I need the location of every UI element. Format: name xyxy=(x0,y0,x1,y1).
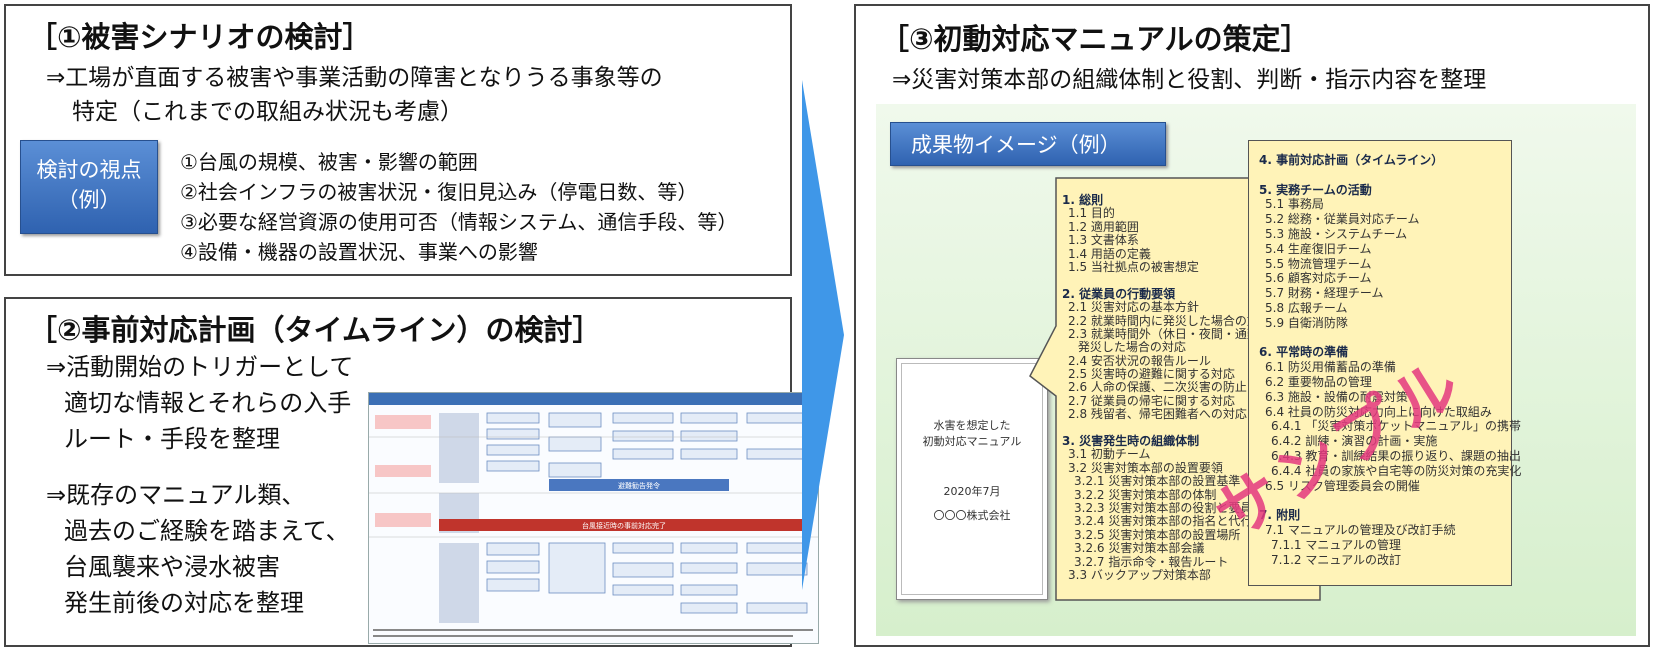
toc-item: 6.4 社員の防災対応力向上に向けた取組み xyxy=(1265,404,1492,419)
viewpoint-badge: 検討の視点 （例） xyxy=(20,140,158,234)
panel1-line-2: 特定（これまでの取組み状況も考慮） xyxy=(72,99,463,125)
flow-arrow xyxy=(802,80,844,590)
toc-item: 6.1 防災用備蓄品の準備 xyxy=(1265,360,1396,375)
panel2-line-3: ルート・手段を整理 xyxy=(64,425,280,453)
toc-item: 5.7 財務・経理チーム xyxy=(1265,286,1384,301)
toc-item: 1.3 文書体系 xyxy=(1068,233,1139,248)
panel1-title: ［①被害シナリオの検討］ xyxy=(28,20,372,54)
toc-item: 1.5 当社拠点の被害想定 xyxy=(1068,259,1199,274)
panel2-line-5: 過去のご経験を踏まえて、 xyxy=(64,517,350,545)
cover-date: 2020年7月 xyxy=(943,485,1001,498)
toc-item: 2.7 従業員の帰宅に関する対応 xyxy=(1068,393,1235,408)
panel2-title: ［②事前対応計画（タイムライン）の検討］ xyxy=(28,313,602,347)
toc-item: 6.4.3 教育・訓練結果の振り返り、課題の抽出 xyxy=(1271,448,1521,463)
toc-item: 6.4.2 訓練・演習の計画・実施 xyxy=(1271,434,1438,449)
toc-item: 2. 従業員の行動要領 xyxy=(1062,286,1176,301)
toc-item: 1.1 目的 xyxy=(1068,206,1115,221)
toc-item: 3.2.1 災害対策本部の設置基準 xyxy=(1074,474,1241,489)
toc-item xyxy=(1259,168,1521,183)
timeline-thumbnail-graphic: 避難勧告発令 台風接近時の事前対応完了 xyxy=(369,393,818,637)
cover-title-2: 初動対応マニュアル xyxy=(922,435,1022,448)
toc-item: 2.2 就業時間内に発災した場合の対応 xyxy=(1068,313,1271,328)
toc-item: 3.3 バックアップ対策本部 xyxy=(1068,567,1211,582)
toc-item: 4. 事前対応計画（タイムライン） xyxy=(1259,153,1444,167)
toc-item: 3.2.4 災害対策本部の指名と代行順位 xyxy=(1074,514,1277,529)
toc-item: 5.8 広報チーム xyxy=(1265,300,1348,315)
cover-title-1: 水害を想定した xyxy=(933,419,1011,432)
manual-cover: 水害を想定した 初動対応マニュアル 2020年7月 〇〇〇株式会社 xyxy=(896,358,1048,600)
toc-item: 1.2 適用範囲 xyxy=(1068,219,1139,234)
toc-item: 6.5 リスク管理委員会の開催 xyxy=(1265,478,1420,493)
cover-company: 〇〇〇株式会社 xyxy=(933,509,1011,522)
toc-item: 2.4 安否状況の報告ルール xyxy=(1068,353,1211,368)
timeline-banner-red: 台風接近時の事前対応完了 xyxy=(582,521,666,530)
toc-item: 5.5 物流管理チーム xyxy=(1265,256,1372,271)
toc-item: 5.3 施設・システムチーム xyxy=(1265,226,1408,241)
toc-item: 2.8 残留者、帰宅困難者への対応 xyxy=(1068,407,1247,422)
toc-item: 2.6 人命の保護、二次災害の防止に関する xyxy=(1068,380,1295,395)
toc-item: 7.1.2 マニュアルの改訂 xyxy=(1271,552,1401,567)
toc-item: 1. 総則 xyxy=(1062,193,1104,207)
panel3-subtitle: ⇒災害対策本部の組織体制と役割、判断・指示内容を整理 xyxy=(892,67,1487,93)
toc-item: 2.3 就業時間外（休日・夜間・通勤途上） xyxy=(1068,326,1295,341)
toc-item: 5. 実務チームの活動 xyxy=(1259,182,1372,197)
viewpoint-item-1: ①台風の規模、被害・影響の範囲 xyxy=(180,150,478,174)
toc-item: 6. 平常時の準備 xyxy=(1259,345,1349,360)
timeline-thumbnail: 避難勧告発令 台風接近時の事前対応完了 xyxy=(368,392,819,644)
toc-item: 3.2.5 災害対策本部の設置場所 xyxy=(1074,527,1241,542)
deliverable-badge: 成果物イメージ（例） xyxy=(890,122,1166,166)
viewpoint-badge-line-2: （例） xyxy=(57,188,121,212)
toc-item: 6.2 重要物品の管理 xyxy=(1265,374,1372,389)
toc-item: 3.2.7 指示命令・報告ルート xyxy=(1074,554,1229,569)
toc-item xyxy=(1259,331,1521,346)
toc-item: 2.1 災害対応の基本方針 xyxy=(1068,300,1199,315)
toc-item: 発災した場合の対応 xyxy=(1062,340,1186,355)
toc-item: 3.2.3 災害対策本部の役割と要員の xyxy=(1074,500,1265,515)
toc-item: 5.4 生産復旧チーム xyxy=(1265,241,1372,256)
toc-item: 3.2.2 災害対策本部の体制 xyxy=(1074,487,1217,502)
viewpoint-item-2: ②社会インフラの被害状況・復旧見込み（停電日数、等） xyxy=(180,180,698,204)
toc-item: 3.2.6 災害対策本部会議 xyxy=(1074,541,1205,556)
panel2-line-1: ⇒活動開始のトリガーとして xyxy=(46,353,354,381)
panel-damage-scenario: ［①被害シナリオの検討］ ⇒工場が直面する被害や事業活動の障害となりうる事象等の… xyxy=(4,4,792,276)
toc-item: 6.4.4 社員の家族や自宅等の防災対策の充実化 xyxy=(1271,463,1522,478)
toc-item: 5.2 総務・従業員対応チーム xyxy=(1265,212,1420,227)
panel2-line-4: ⇒既存のマニュアル類、 xyxy=(46,481,306,509)
timeline-banner-mid: 避難勧告発令 xyxy=(618,481,660,490)
panel2-line-7: 発生前後の対応を整理 xyxy=(64,589,304,617)
toc-item: 5.9 自衛消防隊 xyxy=(1265,315,1348,330)
toc-item: 1.4 用語の定義 xyxy=(1068,246,1151,261)
panel1-line-1: ⇒工場が直面する被害や事業活動の障害となりうる事象等の xyxy=(46,65,663,91)
toc-item: 7.1.1 マニュアルの管理 xyxy=(1271,537,1401,552)
toc-item: 6.3 施設・設備の耐震対策 xyxy=(1265,389,1408,404)
panel2-line-2: 適切な情報とそれらの入手 xyxy=(64,389,352,417)
toc-item: 3.1 初動チーム xyxy=(1068,447,1151,462)
toc-item: 3.2 災害対策本部の設置要領 xyxy=(1068,460,1223,475)
viewpoint-badge-line-1: 検討の視点 xyxy=(36,158,142,182)
toc-item: 6.4.1 「災害対策ポケットマニュアル」の携帯 xyxy=(1271,419,1521,434)
viewpoint-item-4: ④設備・機器の設置状況、事業への影響 xyxy=(180,240,538,264)
viewpoint-item-3: ③必要な経営資源の使用可否（情報システム、通信手段、等） xyxy=(180,210,738,234)
toc-item: 7.1 マニュアルの管理及び改訂手続 xyxy=(1265,522,1456,537)
toc-item: 2.5 災害時の避難に関する対応 xyxy=(1068,367,1235,382)
toc-item: 5.6 顧客対応チーム xyxy=(1265,271,1372,286)
toc-item: 3. 災害発生時の組織体制 xyxy=(1062,434,1200,449)
toc-item: 5.1 事務局 xyxy=(1265,197,1324,212)
toc-item: 7. 附則 xyxy=(1259,508,1301,523)
panel2-line-6: 台風襲来や浸水被害 xyxy=(64,553,280,581)
panel3-title: ［③初動対応マニュアルの策定］ xyxy=(880,22,1310,56)
